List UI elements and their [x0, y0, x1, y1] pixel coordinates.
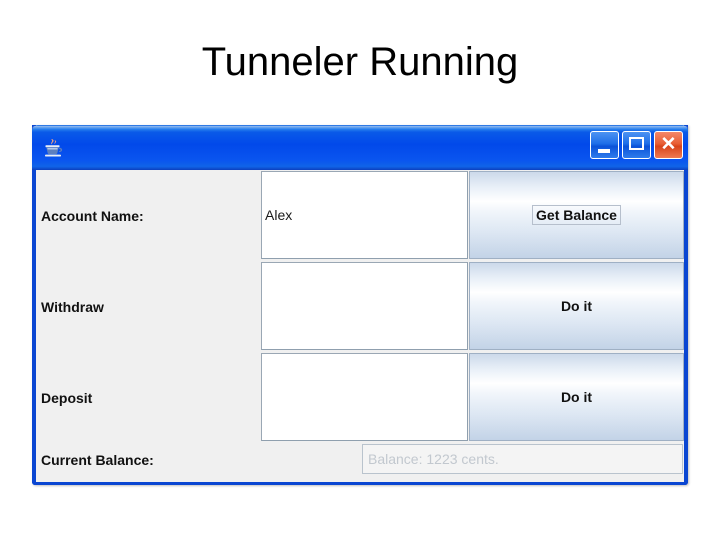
deposit-input[interactable]: [261, 353, 468, 441]
minimize-button[interactable]: [590, 131, 619, 159]
deposit-field-cell: [260, 352, 469, 443]
maximize-icon: [629, 137, 644, 150]
form-row-withdraw: Withdraw Do it: [36, 261, 684, 352]
close-icon: ✕: [660, 134, 677, 155]
withdraw-do-it-button-label: Do it: [560, 298, 593, 314]
application-window: ✕ Account Name: Alex Get Balance Withdra…: [32, 125, 688, 485]
form-row-account-name: Account Name: Alex Get Balance: [36, 170, 684, 261]
deposit-button-cell: Do it: [469, 352, 684, 443]
close-button[interactable]: ✕: [654, 131, 683, 159]
withdraw-button-cell: Do it: [469, 261, 684, 352]
current-balance-value: Balance: 1223 cents.: [362, 444, 683, 474]
deposit-label: Deposit: [36, 352, 260, 443]
get-balance-button-cell: Get Balance: [469, 170, 684, 261]
account-name-field-cell: Alex: [260, 170, 469, 261]
maximize-button[interactable]: [622, 131, 651, 159]
get-balance-button-label: Get Balance: [532, 205, 621, 225]
withdraw-do-it-button[interactable]: Do it: [469, 262, 684, 350]
withdraw-field-cell: [260, 261, 469, 352]
page-title: Tunneler Running: [201, 40, 519, 84]
form-grid: Account Name: Alex Get Balance Withdraw …: [36, 170, 684, 482]
window-controls: ✕: [590, 131, 683, 159]
account-name-label: Account Name:: [36, 170, 260, 261]
minimize-icon: [598, 149, 610, 153]
form-row-current-balance: Current Balance: Balance: 1223 cents.: [36, 443, 684, 476]
current-balance-field-cell: Balance: 1223 cents.: [362, 443, 684, 476]
form-row-deposit: Deposit Do it: [36, 352, 684, 443]
account-name-input[interactable]: Alex: [261, 171, 468, 259]
withdraw-label: Withdraw: [36, 261, 260, 352]
window-title-bar[interactable]: ✕: [32, 125, 688, 170]
current-balance-label: Current Balance:: [36, 443, 260, 476]
withdraw-input[interactable]: [261, 262, 468, 350]
java-coffee-cup-icon: [42, 136, 66, 160]
deposit-do-it-button[interactable]: Do it: [469, 353, 684, 441]
deposit-do-it-button-label: Do it: [560, 389, 593, 405]
get-balance-button[interactable]: Get Balance: [469, 171, 684, 259]
